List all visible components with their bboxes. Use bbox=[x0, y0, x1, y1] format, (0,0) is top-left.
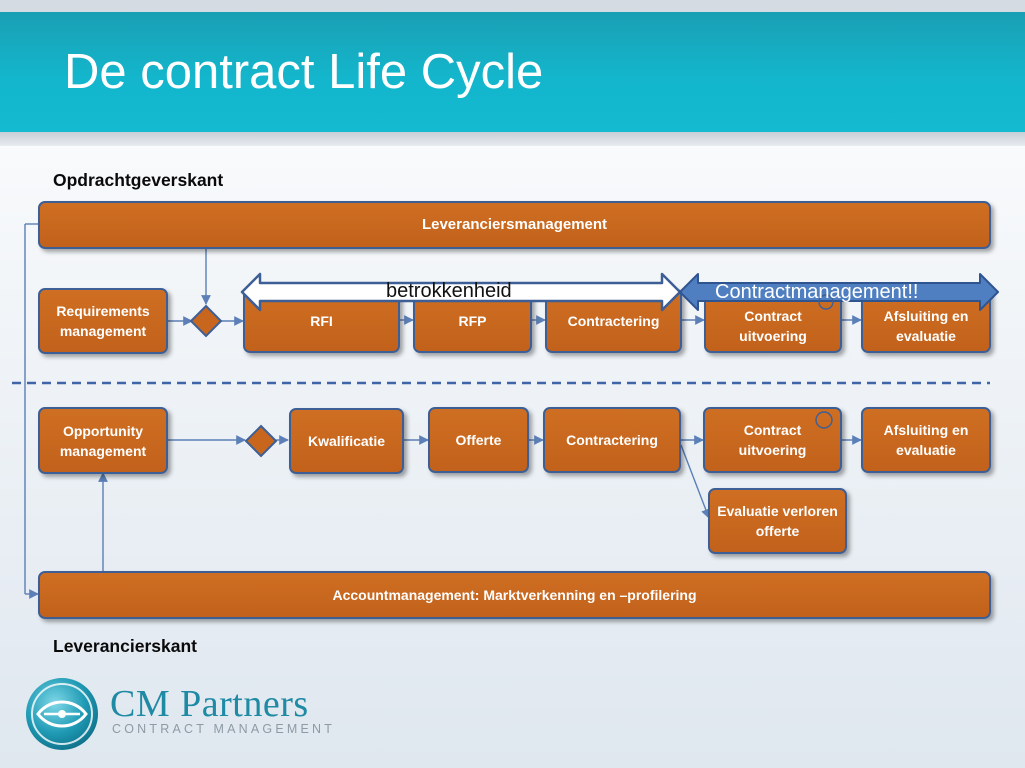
evaluatie-verloren-offerte-box: Evaluatie verloren offerte bbox=[708, 488, 847, 554]
contract-uitvoering-box-bottom: Contract uitvoering bbox=[703, 407, 842, 473]
title-banner: De contract Life Cycle bbox=[0, 12, 1025, 132]
requirements-management-box: Requirements management bbox=[38, 288, 168, 354]
cm-partners-logo-icon bbox=[26, 678, 98, 750]
decision-diamond-bottom bbox=[244, 424, 278, 458]
afsluiting-evaluatie-box-bottom: Afsluiting en evaluatie bbox=[861, 407, 991, 473]
requirements-management-label: Requirements management bbox=[56, 303, 150, 339]
leveranciersmanagement-bar: Leveranciersmanagement bbox=[38, 201, 991, 249]
logo-tagline: CONTRACT MANAGEMENT bbox=[112, 722, 336, 736]
contract-uitvoering-label-top: Contract uitvoering bbox=[739, 307, 807, 344]
kwalificatie-label: Kwalificatie bbox=[307, 433, 386, 449]
decision-diamond-top bbox=[189, 304, 223, 338]
cm-partners-logo: CM Partners CONTRACT MANAGEMENT bbox=[24, 676, 344, 756]
leverancier-label: Leverancierskant bbox=[53, 636, 197, 656]
accountmanagement-label: Accountmanagement: Marktverkenning en –p… bbox=[332, 587, 697, 603]
rfi-box: RFI bbox=[243, 288, 400, 353]
page-title: De contract Life Cycle bbox=[64, 45, 544, 99]
opdrachtgever-label: Opdrachtgeverskant bbox=[53, 170, 224, 190]
contractering-label-bottom: Contractering bbox=[566, 432, 658, 448]
contractering-box-bottom: Contractering bbox=[543, 407, 681, 473]
evaluatie-verloren-offerte-label: Evaluatie verloren offerte bbox=[717, 503, 838, 539]
opportunity-management-label: Opportunity management bbox=[59, 422, 147, 459]
contractering-box-top: Contractering bbox=[545, 288, 682, 353]
offerte-box: Offerte bbox=[428, 407, 529, 473]
rfi-label: RFI bbox=[310, 312, 333, 329]
rfp-label: RFP bbox=[458, 312, 487, 329]
offerte-label: Offerte bbox=[455, 432, 502, 448]
contract-uitvoering-label-bottom: Contract uitvoering bbox=[738, 422, 807, 458]
betrokkenheid-label: betrokkenheid bbox=[386, 280, 512, 302]
leveranciersmanagement-label: Leveranciersmanagement bbox=[421, 216, 608, 233]
contractering-label-top: Contractering bbox=[567, 312, 660, 329]
afsluiting-evaluatie-label-bottom: Afsluiting en evaluatie bbox=[883, 422, 969, 458]
afsluiting-evaluatie-label-top: Afsluiting en evaluatie bbox=[883, 307, 969, 344]
logo-name: CM Partners bbox=[110, 683, 309, 725]
opportunity-management-box: Opportunity management bbox=[38, 407, 168, 474]
accountmanagement-bar: Accountmanagement: Marktverkenning en –p… bbox=[38, 571, 991, 619]
top-strip bbox=[0, 0, 1025, 12]
banner-divider bbox=[0, 132, 1025, 146]
contractmanagement-label: Contractmanagement!! bbox=[715, 281, 919, 303]
kwalificatie-box: Kwalificatie bbox=[289, 408, 404, 474]
